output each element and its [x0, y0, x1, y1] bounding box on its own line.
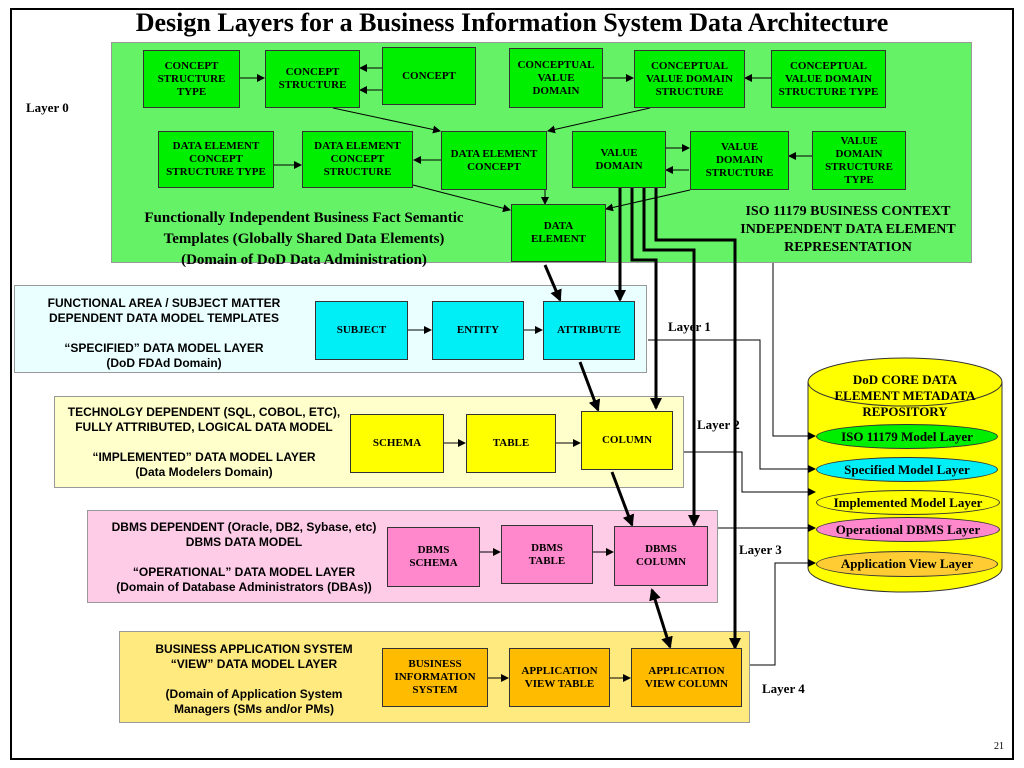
dbms-schema-box: DBMS SCHEMA: [387, 527, 480, 587]
page-number: 21: [994, 741, 1004, 752]
layer4-description: BUSINESS APPLICATION SYSTEM “VIEW” DATA …: [155, 642, 353, 716]
repository-item-operational: Operational DBMS Layer: [816, 517, 1000, 542]
layer1-label: Layer 1: [668, 319, 711, 334]
layer3-description: DBMS DEPENDENT (Oracle, DB2, Sybase, etc…: [111, 520, 377, 594]
data-element-box: DATA ELEMENT: [511, 204, 606, 262]
concept-structure-type-box: CONCEPT STRUCTURE TYPE: [143, 50, 240, 108]
slide-frame: [10, 8, 1014, 760]
value-domain-structure-box: VALUE DOMAIN STRUCTURE: [690, 131, 789, 190]
application-view-column-box: APPLICATION VIEW COLUMN: [631, 648, 742, 707]
dbms-column-box: DBMS COLUMN: [614, 526, 708, 586]
layer4-label: Layer 4: [762, 681, 805, 696]
layer0-right-description: ISO 11179 BUSINESS CONTEXT INDEPENDENT D…: [740, 204, 956, 255]
page-title: Design Layers for a Business Information…: [135, 8, 889, 37]
layer2-label: Layer 2: [697, 417, 740, 432]
repository-item-iso-11179: ISO 11179 Model Layer: [816, 424, 998, 449]
data-element-concept-box: DATA ELEMENT CONCEPT: [441, 131, 547, 190]
entity-box: ENTITY: [432, 301, 524, 360]
dbms-table-box: DBMS TABLE: [501, 525, 593, 584]
layer2-description: TECHNOLGY DEPENDENT (SQL, COBOL, ETC), F…: [67, 405, 341, 479]
layer0-label: Layer 0: [26, 100, 69, 115]
attribute-box: ATTRIBUTE: [543, 301, 635, 360]
application-view-table-box: APPLICATION VIEW TABLE: [509, 648, 610, 707]
value-domain-structure-type-box: VALUE DOMAIN STRUCTURE TYPE: [812, 131, 906, 190]
column-box: COLUMN: [581, 411, 673, 470]
repository-item-implemented: Implemented Model Layer: [816, 490, 1000, 515]
layer1-description: FUNCTIONAL AREA / SUBJECT MATTER DEPENDE…: [47, 296, 281, 370]
concept-structure-box: CONCEPT STRUCTURE: [265, 50, 360, 108]
conceptual-value-domain-box: CONCEPTUAL VALUE DOMAIN: [509, 48, 603, 108]
schema-box: SCHEMA: [350, 414, 444, 473]
repository-title: DoD CORE DATA ELEMENT METADATA REPOSITOR…: [834, 372, 976, 419]
value-domain-box: VALUE DOMAIN: [572, 131, 666, 188]
repository-item-application-view: Application View Layer: [816, 551, 998, 577]
subject-box: SUBJECT: [315, 301, 408, 360]
concept-box: CONCEPT: [382, 47, 476, 105]
layer3-label: Layer 3: [739, 542, 782, 557]
conceptual-value-domain-structure-box: CONCEPTUAL VALUE DOMAIN STRUCTURE: [634, 50, 745, 108]
layer0-left-description: Functionally Independent Business Fact S…: [144, 210, 464, 268]
business-information-system-box: BUSINESS INFORMATION SYSTEM: [382, 648, 488, 707]
conceptual-value-domain-structure-type-box: CONCEPTUAL VALUE DOMAIN STRUCTURE TYPE: [771, 50, 886, 108]
data-element-concept-structure-box: DATA ELEMENT CONCEPT STRUCTURE: [302, 131, 413, 188]
table-box: TABLE: [466, 414, 556, 473]
repository-item-specified: Specified Model Layer: [816, 457, 998, 482]
data-element-concept-structure-type-box: DATA ELEMENT CONCEPT STRUCTURE TYPE: [158, 131, 274, 188]
